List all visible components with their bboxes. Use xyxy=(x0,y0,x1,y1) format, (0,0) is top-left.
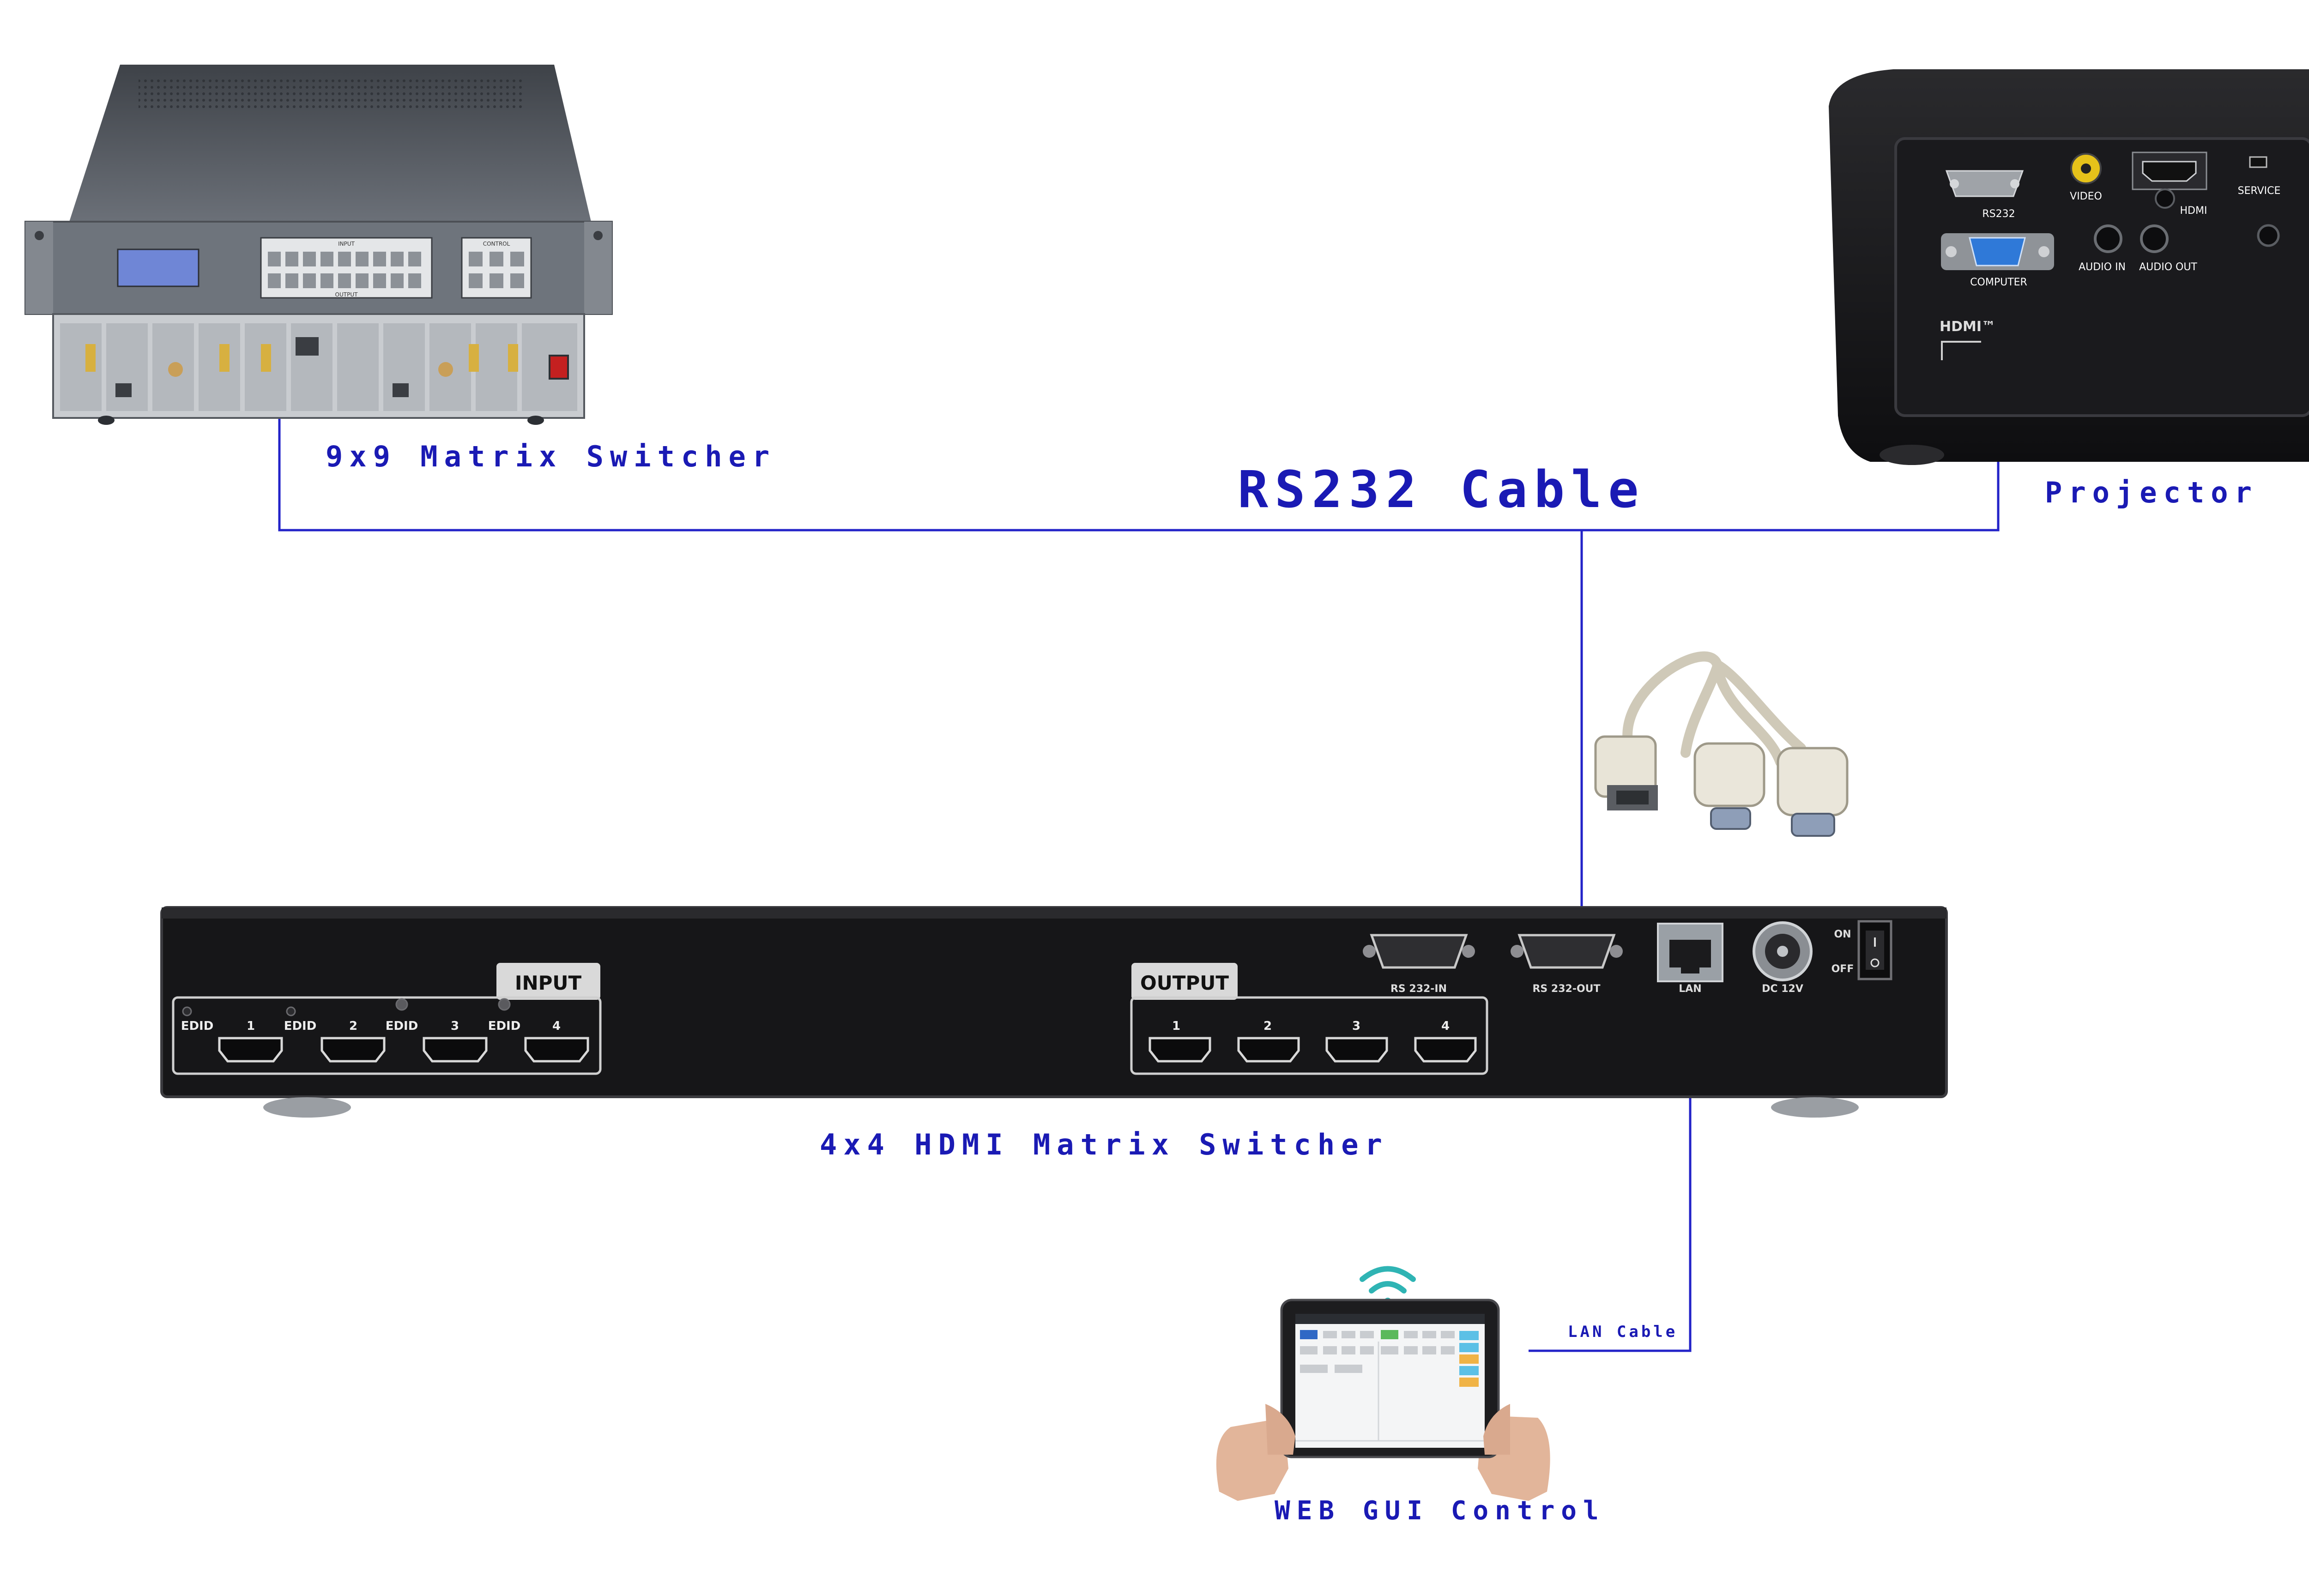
matrix-switcher-9x9: INPUT OUTPUT CONTROL xyxy=(24,65,613,425)
projector-audio-in-jack-icon xyxy=(2094,224,2122,253)
projector-audio-out-jack-icon xyxy=(2140,224,2169,253)
projector-service-label: SERVICE xyxy=(2238,185,2281,197)
projector-vga-port-icon xyxy=(1941,233,2054,270)
switcher-edid-label-4: EDID xyxy=(488,1019,521,1033)
rack-panel-control-label: CONTROL xyxy=(483,241,510,247)
switcher-dc-power-port-icon xyxy=(1753,921,1813,981)
projector-device: RS232 VIDEO HDMI SERVICE COMPUTER AUDIO … xyxy=(1829,69,2309,465)
rs232-y-splitter-cable xyxy=(1594,651,1849,837)
hdmi-port-icon xyxy=(423,1037,488,1063)
rs232-line-projector xyxy=(1582,462,2000,532)
switcher-input-3-number: 3 xyxy=(451,1019,459,1033)
lan-cable-line xyxy=(1529,1097,1692,1352)
projector-computer-label: COMPUTER xyxy=(1970,277,2027,288)
rack-button-grid xyxy=(268,252,421,288)
switcher-input-2-number: 2 xyxy=(349,1019,357,1033)
switcher-edid-buttons xyxy=(182,998,511,1016)
switcher-output-3-number: 3 xyxy=(1352,1019,1360,1033)
hdmi-port-icon xyxy=(1325,1037,1388,1063)
projector-rs232-label: RS232 xyxy=(1982,208,2015,220)
switcher-input-1-number: 1 xyxy=(247,1019,255,1033)
hdmi-matrix-switcher-4x4: INPUT EDID EDID EDID EDID 1 2 3 4 OUTPUT… xyxy=(160,906,1948,1118)
projector-audio-in-label: AUDIO IN xyxy=(2079,261,2126,273)
hdmi-port-icon xyxy=(1414,1037,1477,1063)
switcher-rs232-in-label: RS 232-IN xyxy=(1390,983,1447,995)
rack-io-cards xyxy=(60,323,577,411)
rs232-line-matrix9x9 xyxy=(278,409,1582,532)
label-rs232-cable: RS232 Cable xyxy=(1238,460,1645,519)
label-web-gui-control: WEB GUI Control xyxy=(1275,1496,1605,1526)
y-splitter-female-db9-icon-1 xyxy=(1693,742,1765,830)
hdmi-port-icon xyxy=(1148,1037,1211,1063)
projector-audio-out-label: AUDIO OUT xyxy=(2139,261,2197,273)
switcher-input-label: INPUT xyxy=(515,972,582,994)
switcher-edid-label-3: EDID xyxy=(386,1019,418,1033)
diagram-labels: 9x9 Matrix Switcher RS232 Cable Projecto… xyxy=(326,440,2258,1526)
projector-service-port-icon xyxy=(2249,156,2267,168)
label-matrix-9x9: 9x9 Matrix Switcher xyxy=(326,440,776,473)
label-projector: Projector xyxy=(2045,476,2258,509)
hdmi-port-icon xyxy=(524,1037,589,1063)
projector-db9-connector-icon xyxy=(1945,170,2024,197)
hdmi-port-icon xyxy=(218,1037,283,1063)
switcher-rs232-in-db9-icon xyxy=(1363,934,1475,969)
y-splitter-female-db9-icon-2 xyxy=(1777,747,1849,837)
switcher-output-hdmi-ports xyxy=(1148,1037,1477,1063)
rack-panel-input-label: INPUT xyxy=(338,241,355,247)
switcher-output-2-number: 2 xyxy=(1263,1019,1272,1033)
projector-video-label: VIDEO xyxy=(2070,191,2102,202)
lcd-display xyxy=(117,248,199,287)
rack-power-switch-icon xyxy=(549,355,569,380)
projector-hdmi-label: HDMI xyxy=(2180,205,2207,217)
tablet-web-gui xyxy=(1216,1266,1550,1501)
switcher-output-label: OUTPUT xyxy=(1140,972,1229,994)
switcher-output-1-number: 1 xyxy=(1172,1019,1180,1033)
switcher-power-switch-icon xyxy=(1857,920,1892,980)
switcher-dc12v-label: DC 12V xyxy=(1762,983,1803,995)
connection-lines xyxy=(278,409,2000,1352)
hdmi-port-icon xyxy=(1237,1037,1300,1063)
switcher-edid-label-2: EDID xyxy=(284,1019,317,1033)
switcher-output-4-number: 4 xyxy=(1441,1019,1450,1033)
label-matrix-4x4: 4x4 HDMI Matrix Switcher xyxy=(820,1128,1389,1161)
projector-hdmi-port-icon xyxy=(2142,161,2197,182)
switcher-edid-label-1: EDID xyxy=(181,1019,214,1033)
switcher-input-hdmi-ports xyxy=(218,1037,589,1063)
label-lan-cable: LAN Cable xyxy=(1568,1323,1678,1341)
switcher-rs232-out-db9-icon xyxy=(1511,934,1623,969)
projector-hdmi-logo: HDMI™ xyxy=(1940,319,1995,335)
switcher-off-label: OFF xyxy=(1831,963,1854,975)
switcher-lan-label: LAN xyxy=(1679,983,1701,995)
switcher-rj45-port-icon xyxy=(1657,923,1723,982)
switcher-rs232-out-label: RS 232-OUT xyxy=(1532,983,1600,995)
switcher-on-label: ON xyxy=(1834,929,1851,940)
switcher-input-4-number: 4 xyxy=(552,1019,561,1033)
rack-panel-output-label: OUTPUT xyxy=(335,291,358,298)
y-splitter-male-db9-icon xyxy=(1594,735,1658,810)
hdmi-port-icon xyxy=(320,1037,386,1063)
